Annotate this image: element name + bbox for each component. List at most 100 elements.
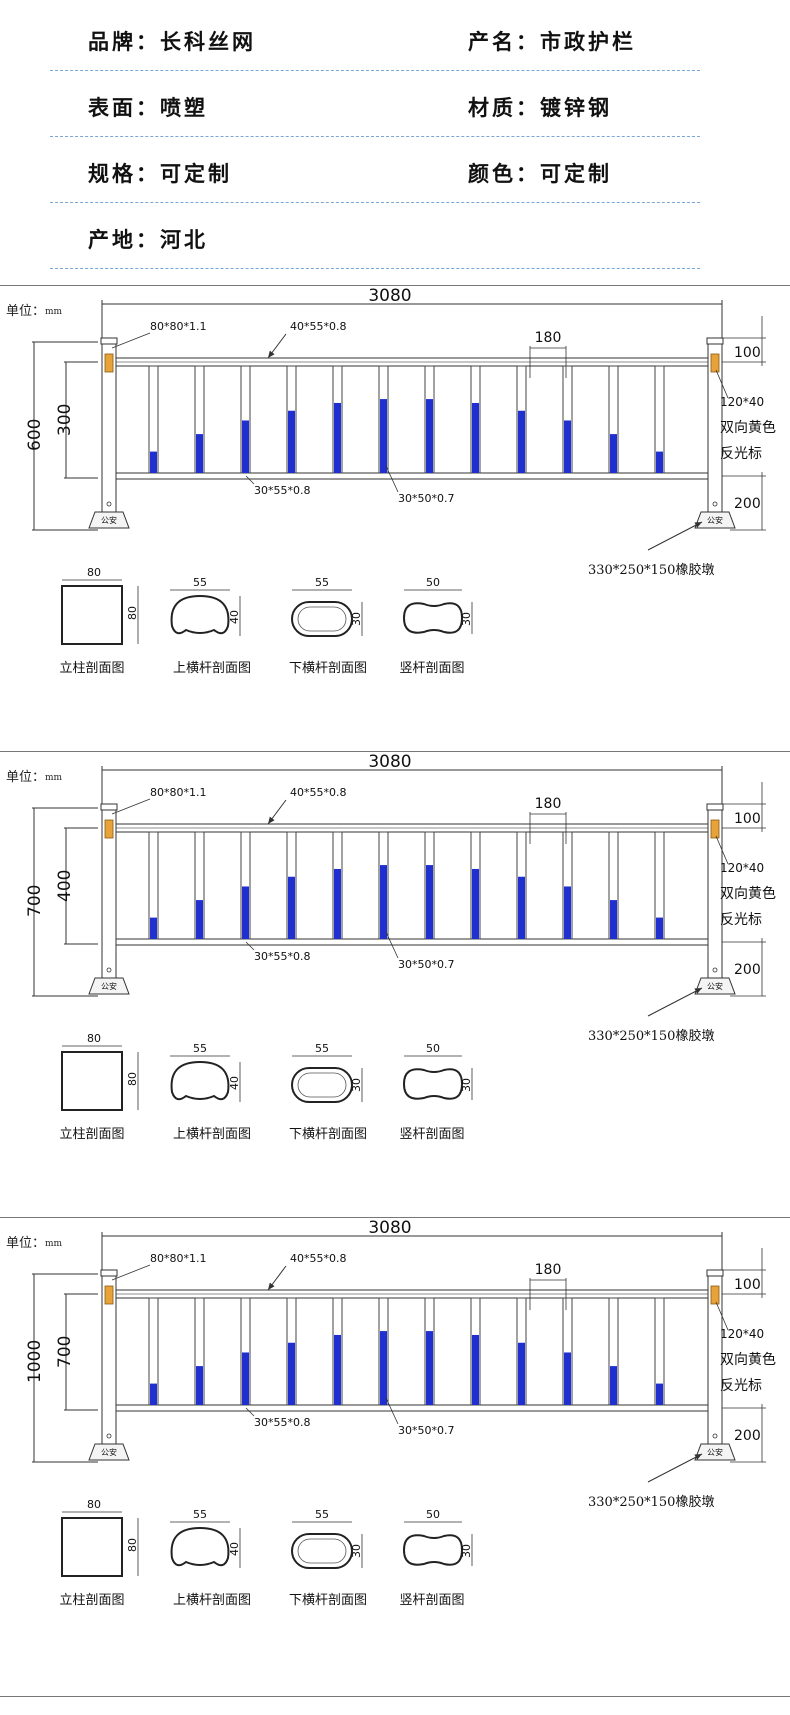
picket-blue-fill bbox=[610, 900, 617, 939]
bottom-offset-label: 200 bbox=[734, 962, 761, 978]
base-spec-leader-head bbox=[694, 1454, 702, 1460]
section-bottom-rail-h: 30 bbox=[350, 1078, 363, 1092]
base-spec-leader bbox=[647, 1453, 703, 1483]
section-post-w: 80 bbox=[87, 1032, 101, 1045]
base-label-right: 公安 bbox=[707, 1447, 723, 1457]
base-spec-label: 330*250*150橡胶墩 bbox=[588, 1028, 714, 1044]
rubber-base-right bbox=[694, 977, 736, 995]
bottom-rail-spec-label: 30*55*0.8 bbox=[254, 1416, 311, 1429]
bottom-rail bbox=[115, 472, 709, 480]
reflector-leader bbox=[715, 835, 729, 865]
post-spec-label: 80*80*1.1 bbox=[150, 320, 207, 333]
base-spec-leader-head bbox=[694, 988, 702, 994]
bottom-rail bbox=[115, 938, 709, 946]
spec-row: 品牌：长科丝网 产名：市政护栏 bbox=[50, 4, 700, 71]
picket-blue-fill bbox=[426, 399, 433, 473]
dim-label-fence-height: 300 bbox=[55, 404, 75, 436]
section-bottom-rail-inner bbox=[297, 606, 347, 632]
dim-label-overall-height: 600 bbox=[25, 419, 45, 451]
dim-label-fence-height: 400 bbox=[55, 870, 75, 902]
dim-label-width: 3080 bbox=[368, 752, 411, 772]
bottom-rail bbox=[115, 1404, 709, 1412]
section-bottom-rail-caption: 下横杆剖面图 bbox=[289, 1127, 367, 1142]
picket-spacing-label: 180 bbox=[535, 1262, 562, 1278]
base-label-left: 公安 bbox=[101, 981, 117, 991]
section-top-rail-caption: 上横杆剖面图 bbox=[173, 661, 251, 676]
picket-blue-fill bbox=[518, 410, 525, 473]
section-post-shape bbox=[61, 585, 123, 645]
top-rail-spec-leader-head bbox=[268, 816, 275, 824]
section-picket-shape bbox=[402, 1534, 464, 1566]
post-bolt-left bbox=[106, 501, 112, 507]
post-cap-right bbox=[706, 337, 724, 345]
unit-label: 单位：mm bbox=[6, 1232, 62, 1251]
dim-label-overall-height: 1000 bbox=[25, 1340, 45, 1383]
reflector-right bbox=[710, 819, 720, 839]
spec-table: 品牌：长科丝网 产名：市政护栏 表面：喷塑 材质：镀锌钢 规格：可定制 颜色：可… bbox=[0, 0, 790, 270]
reflector-right bbox=[710, 353, 720, 373]
unit-mm: mm bbox=[45, 1239, 63, 1249]
rubber-base-left bbox=[88, 1443, 130, 1461]
reflector-text-line1: 双向黄色 bbox=[720, 885, 776, 902]
base-label-left: 公安 bbox=[101, 1447, 117, 1457]
post-cap-right bbox=[706, 803, 724, 811]
section-top-rail-caption: 上横杆剖面图 bbox=[173, 1127, 251, 1142]
spec-surface: 表面：喷塑 bbox=[88, 96, 208, 120]
picket-spec-label: 30*50*0.7 bbox=[398, 1424, 455, 1437]
dim-label-overall-height: 700 bbox=[25, 885, 45, 917]
picket-blue-fill bbox=[518, 876, 525, 939]
post-cap-left bbox=[100, 1269, 118, 1277]
spec-product-name: 产名：市政护栏 bbox=[468, 30, 636, 54]
bottom-rail-spec-leader bbox=[245, 1407, 255, 1417]
post-spec-leader bbox=[111, 332, 151, 349]
dim-label-width: 3080 bbox=[368, 1218, 411, 1238]
reflector-left bbox=[104, 819, 114, 839]
base-label-left: 公安 bbox=[101, 515, 117, 525]
section-top-rail-caption: 上横杆剖面图 bbox=[173, 1593, 251, 1608]
section-post-caption: 立柱剖面图 bbox=[59, 1127, 124, 1142]
section-picket-w: 50 bbox=[426, 1042, 440, 1055]
spec-origin: 产地：河北 bbox=[88, 228, 208, 252]
picket-blue-fill bbox=[656, 917, 663, 939]
reflector-left bbox=[104, 1285, 114, 1305]
top-offset-label: 100 bbox=[734, 811, 761, 827]
section-top-rail-shape bbox=[170, 1060, 230, 1101]
drawing-panel-1000: 单位：mm 3080 1000 700 公安 公安 80*80*1.1 40*55*0.8 18… bbox=[0, 1217, 790, 1697]
picket-blue-fill bbox=[242, 420, 249, 473]
top-offset-label: 100 bbox=[734, 1277, 761, 1293]
base-label-right: 公安 bbox=[707, 515, 723, 525]
picket-blue-fill bbox=[426, 865, 433, 939]
picket-blue-fill bbox=[380, 865, 387, 939]
top-rail-spec-label: 40*55*0.8 bbox=[290, 1252, 347, 1265]
base-spec-leader bbox=[647, 521, 703, 551]
section-picket-shape bbox=[402, 1068, 464, 1100]
section-bottom-rail-shape bbox=[291, 1067, 353, 1103]
post-bolt-right bbox=[712, 967, 718, 973]
unit-text: 单位： bbox=[6, 304, 46, 319]
picket-blue-fill bbox=[150, 1383, 157, 1405]
reflector-text-line2: 反光标 bbox=[720, 912, 762, 928]
spec-color: 颜色：可定制 bbox=[468, 162, 612, 186]
dim-label-fence-height: 700 bbox=[55, 1336, 75, 1368]
section-post-h: 80 bbox=[126, 606, 139, 620]
picket-blue-fill bbox=[656, 451, 663, 473]
section-bottom-rail-caption: 下横杆剖面图 bbox=[289, 1593, 367, 1608]
post-bolt-left bbox=[106, 1433, 112, 1439]
section-bottom-rail-shape bbox=[291, 1533, 353, 1569]
section-picket-w: 50 bbox=[426, 576, 440, 589]
section-bottom-rail-h: 30 bbox=[350, 1544, 363, 1558]
bottom-rail-spec-leader bbox=[245, 941, 255, 951]
section-post-shape bbox=[61, 1051, 123, 1111]
section-top-rail-w: 55 bbox=[193, 1042, 207, 1055]
spec-size: 规格：可定制 bbox=[88, 162, 232, 186]
reflector-size-label: 120*40 bbox=[720, 395, 764, 409]
bottom-rail-spec-label: 30*55*0.8 bbox=[254, 484, 311, 497]
top-rail-spec-label: 40*55*0.8 bbox=[290, 786, 347, 799]
section-bottom-rail-inner bbox=[297, 1072, 347, 1098]
reflector-right bbox=[710, 1285, 720, 1305]
picket-blue-fill bbox=[610, 1366, 617, 1405]
post-spec-label: 80*80*1.1 bbox=[150, 1252, 207, 1265]
picket-spec-label: 30*50*0.7 bbox=[398, 492, 455, 505]
picket-spacing-label: 180 bbox=[535, 796, 562, 812]
